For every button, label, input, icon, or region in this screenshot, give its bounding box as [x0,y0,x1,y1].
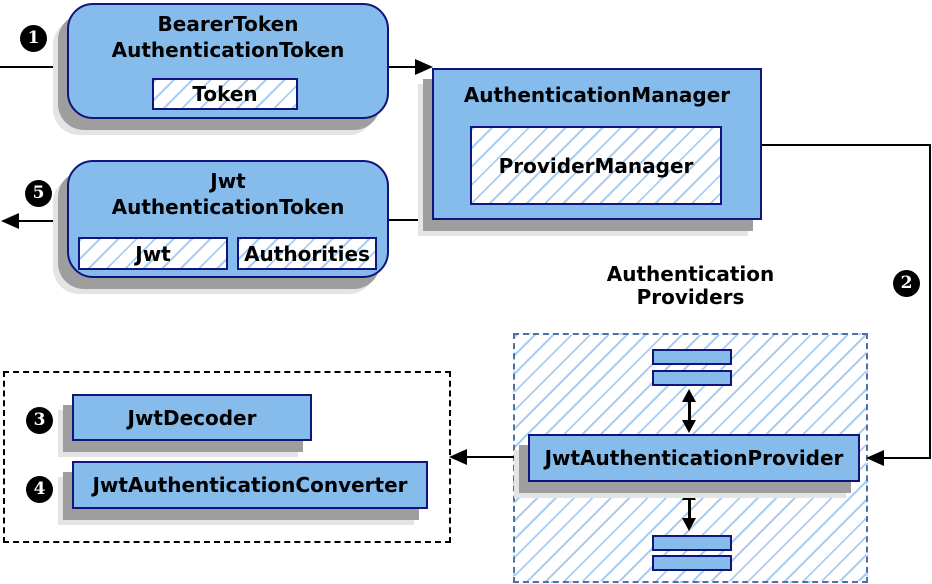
bearer-to-manager-line [389,66,417,68]
outgoing-arrowhead-icon [1,213,19,229]
field-authorities: Authorities [237,237,377,270]
generic-provider-bar [652,555,732,571]
manager-to-provider-vertical-line [929,144,931,459]
node-title: JwtAuthenticationConverter [92,473,408,497]
label-line: Providers [636,285,745,309]
step-badge-5: 5 [25,180,52,207]
providers-upper-link-up-arrowhead-icon [682,389,696,402]
generic-provider-bar [652,370,732,386]
node-title: BearerToken AuthenticationToken [69,11,387,63]
node-title: JwtDecoder [127,405,257,430]
node-bearer-token-authentication-token: BearerToken AuthenticationToken Token [67,3,389,119]
manager-to-provider-top-line [760,144,931,146]
title-line: AuthenticationToken [111,195,345,219]
step-badge-1: 1 [20,25,47,52]
node-title: JwtAuthenticationProvider [544,446,844,470]
decoder-incoming-arrowhead-icon [449,449,467,465]
node-jwt-decoder: JwtDecoder [72,394,312,441]
title-line: AuthenticationToken [111,38,345,62]
node-authentication-manager: AuthenticationManager ProviderManager [432,68,762,220]
node-jwt-authentication-provider: JwtAuthenticationProvider [528,434,860,482]
title-line: Jwt [210,169,246,193]
providers-lower-link-line [688,497,691,521]
provider-to-decoder-line [467,456,528,458]
providers-lower-link-down-arrowhead-icon [682,518,696,531]
manager-to-jwt-token-line [389,219,432,221]
step-badge-2: 2 [893,270,920,297]
providers-upper-link-line [688,399,691,423]
generic-provider-bar [652,535,732,551]
label-line: Authentication [606,262,775,286]
node-jwt-authentication-token: Jwt AuthenticationToken Jwt Authorities [67,160,389,278]
provider-incoming-arrowhead-icon [866,450,884,466]
node-title: AuthenticationManager [463,83,731,107]
authentication-providers-label: Authentication Providers [513,263,868,309]
title-line: BearerToken [157,12,299,36]
field-jwt: Jwt [78,237,228,270]
step-badge-4: 4 [26,476,53,503]
providers-lower-link-up-arrowhead-icon [682,487,696,500]
manager-to-provider-bottom-line [884,457,931,459]
step-badge-3: 3 [26,407,53,434]
bearer-to-manager-arrowhead-icon [415,59,433,75]
incoming-request-line [0,66,67,68]
field-token: Token [152,78,298,110]
node-title: Jwt AuthenticationToken [69,168,387,220]
field-provider-manager: ProviderManager [470,126,722,205]
generic-provider-bar [652,349,732,365]
providers-upper-link-down-arrowhead-icon [682,420,696,433]
jwt-token-outgoing-line [19,220,67,222]
node-jwt-authentication-converter: JwtAuthenticationConverter [72,461,428,509]
